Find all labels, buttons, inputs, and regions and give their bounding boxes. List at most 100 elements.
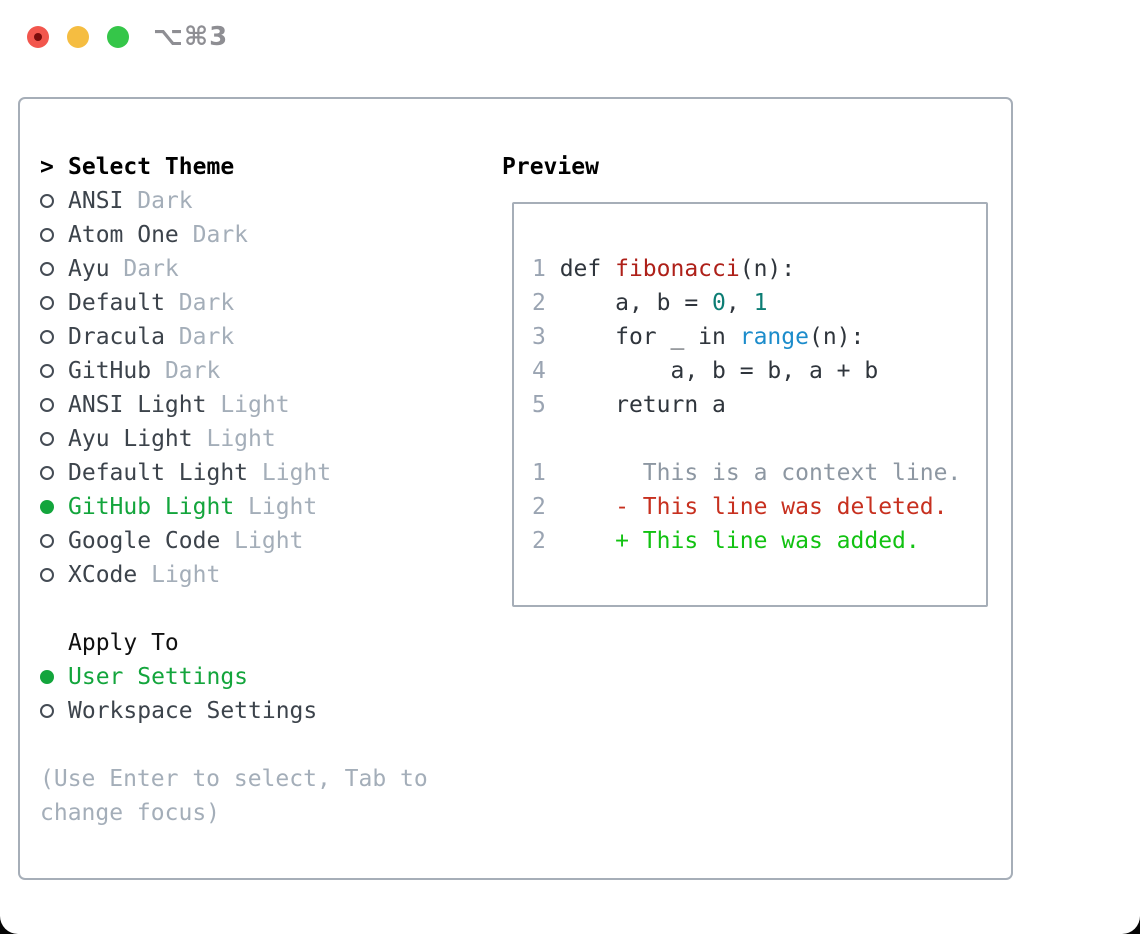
code-segment: This is a context line. — [559, 460, 962, 486]
theme-option-variant: Dark — [178, 290, 235, 316]
line-number: 4 — [532, 358, 560, 384]
theme-option-label: XCode — [68, 562, 152, 588]
radio-selected-icon — [40, 490, 68, 524]
theme-option-default-light[interactable]: Default Light Light — [40, 456, 428, 490]
radio-unselected-icon — [40, 286, 68, 320]
code-segment: return a — [559, 392, 726, 418]
code-line: 2 - This line was deleted. — [532, 490, 961, 524]
minimize-button[interactable] — [67, 26, 89, 48]
line-number: 3 — [532, 324, 560, 350]
radio-unselected-icon — [40, 456, 68, 490]
apply-option-user-settings[interactable]: User Settings — [40, 660, 428, 694]
code-line: 4 a, b = b, a + b — [532, 354, 961, 388]
theme-option-ansi[interactable]: ANSI Dark — [40, 184, 428, 218]
theme-option-label: Atom One — [68, 222, 193, 248]
theme-picker-title: Select Theme — [68, 154, 235, 180]
theme-option-xcode[interactable]: XCode Light — [40, 558, 428, 592]
code-line: 5 return a — [532, 388, 961, 422]
theme-option-dracula[interactable]: Dracula Dark — [40, 320, 428, 354]
code-segment: range — [739, 324, 809, 350]
code-line — [532, 422, 961, 456]
theme-option-google-code[interactable]: Google Code Light — [40, 524, 428, 558]
code-segment: + This line was added. — [559, 528, 920, 554]
theme-option-label: Ayu Light — [68, 426, 207, 452]
apply-option-label: User Settings — [68, 664, 249, 690]
code-line: 2 a, b = 0, 1 — [532, 286, 961, 320]
line-number: 2 — [532, 494, 560, 520]
radio-unselected-icon — [40, 524, 68, 558]
code-segment: , — [725, 290, 754, 316]
code-line: 1 This is a context line. — [532, 456, 961, 490]
apply-to-title: Apply To — [68, 630, 179, 656]
theme-option-variant: Dark — [123, 256, 179, 282]
theme-option-variant: Light — [234, 528, 304, 554]
theme-option-ansi-light[interactable]: ANSI Light Light — [40, 388, 428, 422]
theme-option-github[interactable]: GitHub Dark — [40, 354, 428, 388]
theme-option-variant: Light — [261, 460, 332, 486]
theme-option-ayu-light[interactable]: Ayu Light Light — [40, 422, 428, 456]
theme-picker-header: > Select Theme — [40, 150, 428, 184]
radio-unselected-icon — [40, 388, 68, 422]
line-number: 5 — [532, 392, 560, 418]
theme-option-label: GitHub Light — [68, 494, 249, 520]
code-line: 1 def fibonacci(n): — [532, 252, 961, 286]
code-segment: (n): — [808, 324, 865, 350]
theme-option-variant: Dark — [192, 222, 249, 248]
code-segment: a, b = — [559, 290, 713, 316]
theme-option-label: Default Light — [68, 460, 262, 486]
apply-option-workspace-settings[interactable]: Workspace Settings — [40, 694, 428, 728]
radio-unselected-icon — [40, 422, 68, 456]
line-number — [532, 426, 546, 452]
radio-unselected-icon — [40, 252, 68, 286]
theme-option-label: ANSI — [68, 188, 138, 214]
theme-option-variant: Dark — [178, 324, 235, 350]
spacer-row — [40, 728, 428, 762]
code-segment: - This line was deleted. — [559, 494, 948, 520]
line-number: 1 — [532, 460, 560, 486]
theme-option-variant: Light — [220, 392, 290, 418]
code-line: 3 for _ in range(n): — [532, 320, 961, 354]
radio-unselected-icon — [40, 558, 68, 592]
code-segment: 1 — [753, 290, 768, 316]
theme-option-label: Default — [68, 290, 179, 316]
spacer-row — [40, 592, 428, 626]
hint-line-1: (Use Enter to select, Tab to — [40, 766, 428, 792]
radio-unselected-icon — [40, 184, 68, 218]
theme-option-variant: Light — [151, 562, 221, 588]
theme-option-variant: Dark — [137, 188, 193, 214]
window-title: ⌥⌘3 — [153, 22, 229, 52]
apply-option-label: Workspace Settings — [68, 698, 318, 724]
zoom-button[interactable] — [107, 26, 129, 48]
line-number: 2 — [532, 290, 560, 316]
theme-option-github-light[interactable]: GitHub Light Light — [40, 490, 428, 524]
theme-option-label: GitHub — [68, 358, 165, 384]
line-number: 2 — [532, 528, 560, 554]
apply-to-header: Apply To — [40, 626, 428, 660]
hint-line-2: change focus) — [40, 800, 221, 826]
theme-option-variant: Light — [248, 494, 318, 520]
theme-option-ayu[interactable]: Ayu Dark — [40, 252, 428, 286]
code-segment: a, b = b, a + b — [559, 358, 879, 384]
preview-title: Preview — [502, 154, 599, 180]
theme-option-variant: Dark — [164, 358, 221, 384]
prompt-caret-icon: > — [40, 154, 54, 180]
theme-option-default[interactable]: Default Dark — [40, 286, 428, 320]
close-button-dot-icon — [34, 33, 42, 41]
close-button[interactable] — [27, 26, 49, 48]
code-segment: fibonacci — [615, 256, 740, 282]
radio-unselected-icon — [40, 354, 68, 388]
radio-unselected-icon — [40, 694, 68, 728]
radio-selected-icon — [40, 660, 68, 694]
theme-option-atom-one[interactable]: Atom One Dark — [40, 218, 428, 252]
line-number: 1 — [532, 256, 560, 282]
code-line: 2 + This line was added. — [532, 524, 961, 558]
code-segment: for _ in — [559, 324, 740, 350]
radio-unselected-icon — [40, 320, 68, 354]
